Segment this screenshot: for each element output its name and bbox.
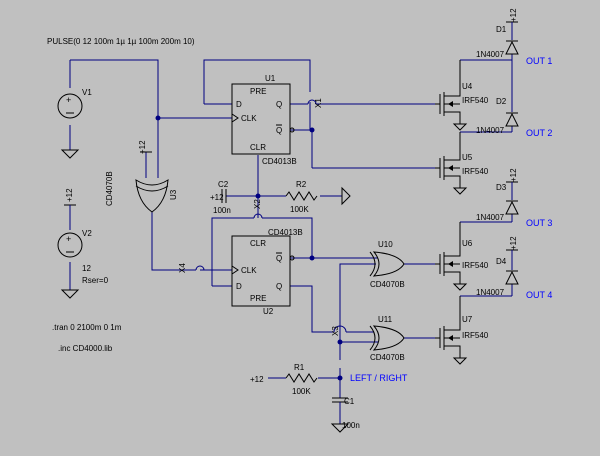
- d1-supply-label: +12: [509, 8, 518, 22]
- pulse-directive[interactable]: PULSE(0 12 100m 1µ 1µ 100m 200m 10): [47, 37, 195, 46]
- d4-diode[interactable]: +12 D4 1N4007: [476, 236, 519, 297]
- v2-label: V2: [82, 229, 92, 238]
- svg-text:+: +: [66, 95, 71, 105]
- r2-value: 100K: [290, 205, 309, 214]
- u2-pin-pre: PRE: [250, 294, 266, 303]
- u4-mosfet[interactable]: U4 IRF540: [435, 60, 489, 131]
- u1-pin-q: Q: [276, 100, 282, 109]
- svg-text:+: +: [66, 234, 71, 244]
- d4-part: 1N4007: [476, 288, 505, 297]
- u3-name: U3: [169, 189, 178, 200]
- tran-directive[interactable]: .tran 0 2100m 0 1m: [52, 323, 122, 332]
- net-x2[interactable]: X2: [253, 199, 262, 209]
- u7-mosfet[interactable]: U7 IRF540: [435, 296, 489, 365]
- u2-pin-clr: CLR: [250, 239, 266, 248]
- c2-capacitor[interactable]: +12 C2 100n: [210, 180, 232, 215]
- u2-pin-q: Q: [276, 282, 282, 291]
- u6-name: U6: [462, 239, 473, 248]
- inc-directive[interactable]: .inc CD4000.lib: [58, 344, 113, 353]
- d2-diode[interactable]: D2 1N4007: [476, 60, 519, 135]
- wires: [70, 59, 512, 398]
- net-x1[interactable]: X1: [314, 98, 323, 108]
- c2-supply-label: +12: [210, 193, 224, 202]
- d1-name: D1: [496, 25, 507, 34]
- out4-label[interactable]: OUT 4: [526, 290, 552, 300]
- u2-part: CD4013B: [268, 228, 303, 237]
- u1-pin-qbar: Q: [276, 126, 282, 135]
- out2-label[interactable]: OUT 2: [526, 128, 552, 138]
- c1-name: C1: [344, 397, 355, 406]
- out3-label[interactable]: OUT 3: [526, 218, 552, 228]
- u10-name: U10: [378, 240, 393, 249]
- u2-pin-d: D: [236, 282, 242, 291]
- d1-part: 1N4007: [476, 50, 505, 59]
- u2-pin-clk: CLK: [241, 266, 257, 275]
- r2-resistor[interactable]: R2 100K: [285, 180, 351, 214]
- net-x3[interactable]: X3: [331, 326, 340, 336]
- d3-part: 1N4007: [476, 213, 505, 222]
- u6-mosfet[interactable]: U6 IRF540: [435, 222, 489, 291]
- d2-part: 1N4007: [476, 126, 505, 135]
- u10-xor-gate[interactable]: U10 CD4070B: [369, 240, 405, 289]
- v2-rser: Rser=0: [82, 276, 109, 285]
- d4-name: D4: [496, 257, 507, 266]
- d3-name: D3: [496, 183, 507, 192]
- u1-name: U1: [265, 74, 276, 83]
- r1-value: 100K: [292, 387, 311, 396]
- v2-value: 12: [82, 264, 91, 273]
- c2-value: 100n: [213, 206, 231, 215]
- u11-xor-gate[interactable]: U11 CD4070B: [369, 315, 405, 362]
- u11-name: U11: [378, 315, 393, 324]
- u2-flipflop[interactable]: CD4013B CLR Q CLK D Q PRE U2: [231, 228, 303, 316]
- u7-part: IRF540: [462, 331, 489, 340]
- u2-name: U2: [263, 307, 274, 316]
- net-x4[interactable]: X4: [178, 263, 187, 273]
- r1-supply-label: +12: [250, 375, 264, 384]
- d1-diode[interactable]: +12 D1 1N4007: [476, 8, 519, 60]
- c1-capacitor[interactable]: C1 100n: [330, 397, 360, 433]
- wire-crossings: [195, 99, 347, 333]
- junctions: [155, 115, 343, 381]
- u2-pin-qbar: Q: [276, 254, 282, 263]
- r1-resistor[interactable]: +12 R1 100K: [250, 363, 318, 396]
- u1-pin-clr: CLR: [250, 143, 266, 152]
- d3-supply-label: +12: [509, 168, 518, 182]
- u3-xor-gate[interactable]: +12 CD4070B U3: [105, 140, 178, 213]
- u5-mosfet[interactable]: U5 IRF540: [435, 132, 489, 195]
- u1-part: CD4013B: [262, 157, 297, 166]
- u10-part: CD4070B: [370, 280, 405, 289]
- u7-name: U7: [462, 315, 473, 324]
- u11-part: CD4070B: [370, 353, 405, 362]
- v1-source[interactable]: + V1: [57, 60, 92, 159]
- u1-pin-clk: CLK: [241, 114, 257, 123]
- v2-supply-label: +12: [65, 188, 74, 202]
- v2-source[interactable]: +12 + V2 12 Rser=0: [57, 188, 109, 299]
- d2-name: D2: [496, 97, 507, 106]
- u3-part: CD4070B: [105, 171, 114, 206]
- u3-supply-label: +12: [138, 140, 147, 154]
- u1-pin-pre: PRE: [250, 87, 266, 96]
- r2-name: R2: [296, 180, 307, 189]
- c2-name: C2: [218, 180, 229, 189]
- u6-part: IRF540: [462, 261, 489, 270]
- left-right-net-label[interactable]: LEFT / RIGHT: [350, 373, 408, 383]
- v1-label: V1: [82, 88, 92, 97]
- u4-part: IRF540: [462, 96, 489, 105]
- u5-part: IRF540: [462, 167, 489, 176]
- u1-pin-d: D: [236, 100, 242, 109]
- u5-name: U5: [462, 153, 473, 162]
- out1-label[interactable]: OUT 1: [526, 56, 552, 66]
- r1-name: R1: [294, 363, 305, 372]
- u4-name: U4: [462, 82, 473, 91]
- d3-diode[interactable]: +12 D3 1N4007: [476, 168, 519, 222]
- u1-flipflop[interactable]: U1 PRE D CLK Q Q CLR CD4013B: [231, 74, 297, 166]
- d4-supply-label: +12: [509, 236, 518, 250]
- c1-value: 100n: [342, 421, 360, 430]
